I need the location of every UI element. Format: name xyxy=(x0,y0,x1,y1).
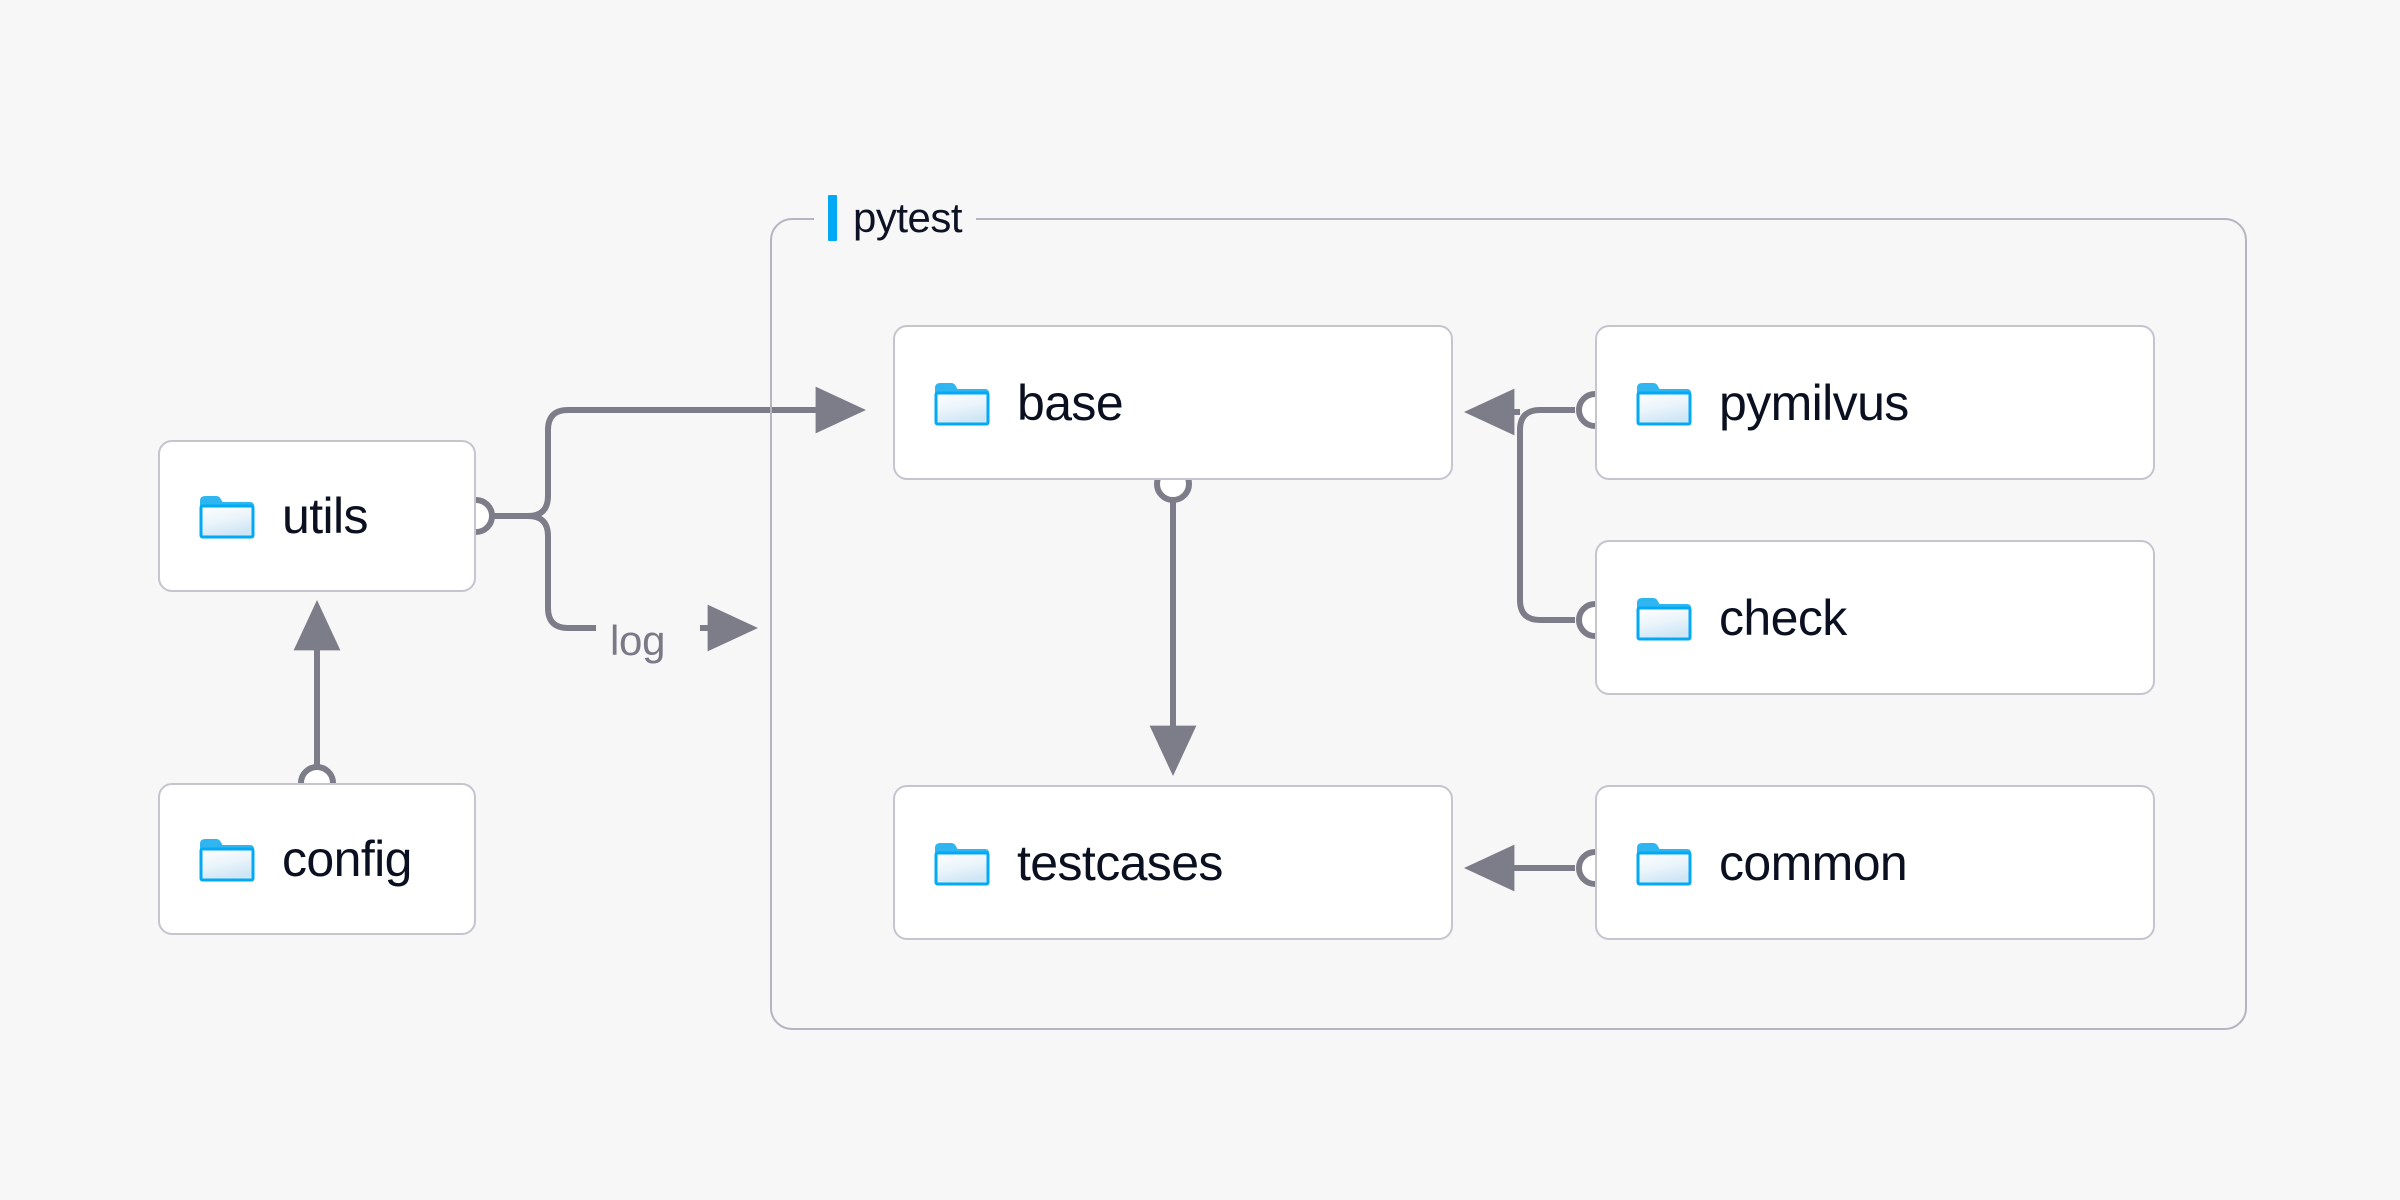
node-pymilvus[interactable]: pymilvus xyxy=(1595,325,2155,480)
node-config[interactable]: config xyxy=(158,783,476,935)
folder-icon xyxy=(1635,379,1693,427)
folder-icon xyxy=(1635,594,1693,642)
node-common[interactable]: common xyxy=(1595,785,2155,940)
node-label-testcases: testcases xyxy=(1017,834,1223,891)
group-accent-bar xyxy=(828,195,837,241)
node-utils[interactable]: utils xyxy=(158,440,476,592)
folder-icon xyxy=(198,835,256,883)
node-label-common: common xyxy=(1719,834,1908,891)
pytest-group-box[interactable] xyxy=(770,218,2247,1030)
node-label-pymilvus: pymilvus xyxy=(1719,374,1909,431)
node-check[interactable]: check xyxy=(1595,540,2155,695)
node-base[interactable]: base xyxy=(893,325,1453,480)
folder-icon xyxy=(933,379,991,427)
edge-label-log-label: log xyxy=(600,620,676,662)
group-title-text: pytest xyxy=(853,194,963,241)
pytest-group-label: pytest xyxy=(814,188,977,248)
node-label-config: config xyxy=(282,831,412,887)
node-label-utils: utils xyxy=(282,488,369,544)
edge-utils-to-log xyxy=(492,513,596,631)
folder-icon xyxy=(933,839,991,887)
node-label-check: check xyxy=(1719,589,1847,646)
folder-icon xyxy=(1635,839,1693,887)
folder-icon xyxy=(198,492,256,540)
node-testcases[interactable]: testcases xyxy=(893,785,1453,940)
node-label-base: base xyxy=(1017,374,1124,431)
